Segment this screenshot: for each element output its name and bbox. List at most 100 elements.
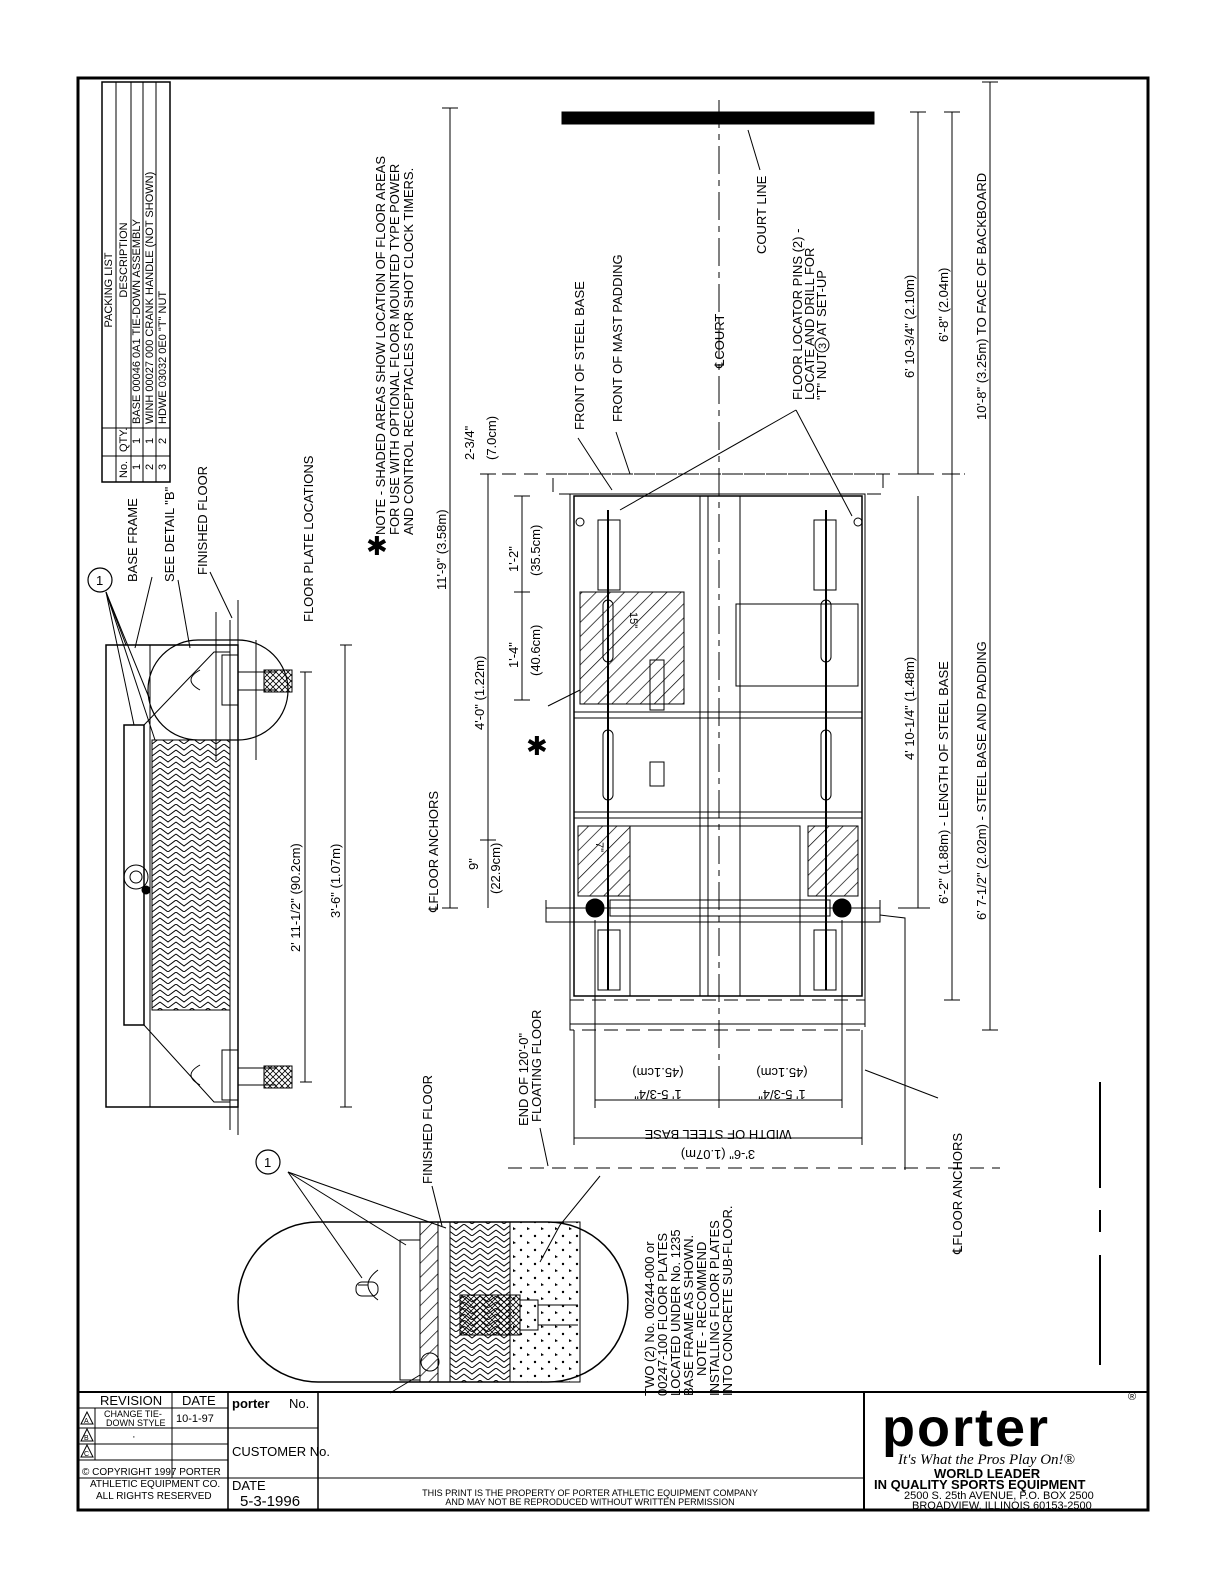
- dim-overall: 11'-9" (3.58m): [434, 509, 449, 590]
- packing-list-row: 2 1 WINH 00027 000 CRANK HANDLE (NOT SHO…: [144, 172, 156, 470]
- plates-note-line: LOCATED UNDER No. 1235: [668, 1229, 683, 1396]
- property-notice: THIS PRINT IS THE PROPERTY OF PORTER ATH…: [422, 1488, 758, 1498]
- revision-letter: C: [84, 1451, 89, 1458]
- court-line-label: COURT LINE: [754, 175, 769, 254]
- plates-note-line: NOTE - RECOMMEND: [694, 1242, 709, 1376]
- plates-note-line: INSTALLING FLOOR PLATES: [707, 1220, 722, 1396]
- front-steel-base-label: FRONT OF STEEL BASE: [572, 281, 587, 430]
- dim-1-2-cm: (35.5cm): [528, 525, 543, 576]
- tagline: It's What the Pros Play On!®: [897, 1452, 1075, 1468]
- note-line-2: FOR USE WITH OPTIONAL FLOOR MOUNTED TYPE…: [387, 164, 402, 535]
- revision-triangle-icon: [80, 1410, 94, 1425]
- base-frame-label: BASE FRAME: [125, 498, 140, 582]
- side-dim-inner: 2' 11-1/2" (90.2cm): [288, 843, 303, 952]
- packing-list-header-no: No.: [118, 461, 130, 478]
- center-court-label: ℄COURT: [712, 314, 727, 369]
- see-detail-label: SEE DETAIL "B": [162, 486, 177, 582]
- date-value: 5-3-1996: [240, 1493, 300, 1510]
- revision-date-header: DATE: [182, 1393, 216, 1408]
- dim-2-3-4: 2-3/4": [462, 425, 477, 460]
- porter-no-label: No.: [289, 1396, 309, 1411]
- address-line: 2500 S. 25th AVENUE, P.O. BOX 2500: [904, 1490, 1094, 1502]
- dim-6-8: 6'-8" (2.04m): [936, 268, 951, 342]
- dim-1-4-cm: (40.6cm): [528, 625, 543, 676]
- note-line-1: NOTE - SHADED AREAS SHOW LOCATION OF FLO…: [373, 156, 388, 535]
- title-block: [78, 1391, 1148, 1510]
- dim-6-10: 6' 10-3/4" (2.10m): [902, 275, 917, 378]
- customer-no-label: CUSTOMER No.: [232, 1444, 330, 1459]
- floor-anchors-bottom-label: ℄FLOOR ANCHORS: [950, 1133, 965, 1255]
- plates-note-line: TWO (2) No. 00244-000 or: [642, 1241, 657, 1396]
- dim-10-8: 10'-8" (3.25m) TO FACE OF BACKBOARD: [974, 173, 989, 420]
- floor-anchors-label: ℄FLOOR ANCHORS: [426, 791, 441, 913]
- revision-triangle-icon: [80, 1443, 94, 1458]
- item-balloon-icon: [255, 1149, 281, 1175]
- detail-finished-floor: FINISHED FLOOR: [420, 1075, 435, 1184]
- shaded-area: [579, 591, 685, 705]
- dim-9: 9": [466, 858, 481, 870]
- dim-15: 15": [627, 612, 639, 628]
- dim-4-10: 4' 10-1/4" (1.48m): [902, 657, 917, 760]
- dim-4-0: 4'-0" (1.22m): [472, 656, 487, 730]
- dim-7: 7": [593, 842, 605, 852]
- dim-1-4: 1'-4": [506, 642, 521, 668]
- dim-6-7: 6' 7-1/2" (2.02m) - STEEL BASE AND PADDI…: [974, 641, 989, 920]
- rev-a-description: CHANGE TIE-: [104, 1409, 162, 1419]
- finished-floor-label: FINISHED FLOOR: [195, 466, 210, 575]
- rev-b-description: ·: [132, 1431, 136, 1443]
- dim-1-5-b-cm: (45.1cm): [756, 1065, 807, 1080]
- plan-star-icon: ✱: [526, 731, 548, 761]
- locator-pins-line-2: LOCATE AND DRILL FOR: [802, 248, 817, 400]
- packing-list-title: PACKING LIST: [103, 252, 115, 327]
- dim-2-3-4-cm: (7.0cm): [484, 416, 499, 460]
- side-view: [105, 571, 352, 1135]
- revision-letter: B: [84, 1435, 89, 1442]
- row-description: HDWE 03032 0E0 "T" NUT: [157, 291, 169, 424]
- revision-letter: A: [84, 1418, 89, 1425]
- row-description: WINH 00027 000 CRANK HANDLE (NOT SHOWN): [144, 172, 156, 424]
- packing-list-header-description: DESCRIPTION: [118, 222, 130, 297]
- locator-pins-line-3: "T" NUT: [814, 352, 829, 400]
- rev-a-description: DOWN STYLE: [106, 1418, 166, 1428]
- row-no: 3: [157, 464, 169, 470]
- plates-note-line: INTO CONCRETE SUB-FLOOR.: [720, 1206, 735, 1396]
- sheet-border: [76, 76, 1150, 1512]
- packing-list-row: 1 1 BASE 00046 0A1 TIE-DOWN ASSEMBLY: [131, 218, 143, 470]
- address-line: BROADVIEW, ILLINOIS 60153-2500: [912, 1500, 1092, 1512]
- dim-6-2: 6'-2" (1.88m) - LENGTH OF STEEL BASE: [936, 661, 951, 904]
- row-no: 2: [144, 464, 156, 470]
- world-leader: WORLD LEADER: [934, 1466, 1041, 1481]
- packing-list-row: 3 2 HDWE 03032 0E0 "T" NUT: [157, 291, 169, 470]
- rev-a-date: 10-1-97: [176, 1413, 214, 1425]
- quality-line: IN QUALITY SPORTS EQUIPMENT: [874, 1477, 1085, 1492]
- item-3-balloon-icon: [814, 337, 830, 353]
- dim-1-2: 1'-2": [506, 546, 521, 572]
- revision-header: REVISION: [100, 1393, 162, 1408]
- floor-plate-locations-label: FLOOR PLATE LOCATIONS: [301, 455, 316, 622]
- locator-pins-line-1: FLOOR LOCATOR PINS (2) -: [790, 229, 805, 400]
- row-qty: 1: [144, 438, 156, 444]
- shaded-area: [577, 825, 631, 897]
- locator-item-number: 3: [817, 343, 829, 349]
- dim-1-5-b: 1' 5-3/4": [758, 1087, 806, 1102]
- porter-no-brand: porter: [232, 1396, 270, 1411]
- company-block: porter ® It's What the Pros Play On!® WO…: [874, 1391, 1136, 1512]
- shaded-area: [807, 825, 859, 897]
- copyright-line: ATHLETIC EQUIPMENT CO.: [90, 1479, 220, 1490]
- copyright-line: ALL RIGHTS RESERVED: [96, 1491, 212, 1502]
- plates-note-line: 00247-100 FLOOR PLATES: [655, 1233, 670, 1396]
- dim-3-6: 3'-6" (1.07m): [681, 1147, 755, 1162]
- packing-list: PACKING LIST No. QTY. DESCRIPTION 1 1 BA…: [101, 81, 171, 483]
- revision-triangle-icon: [80, 1427, 94, 1442]
- revision-table: REVISION DATE A B C CHANGE TIE- DOWN STY…: [80, 1393, 221, 1502]
- item-balloon-icon: [87, 567, 113, 593]
- packing-list-header-qty: QTY.: [118, 428, 130, 452]
- dim-1-5-a-cm: (45.1cm): [632, 1065, 683, 1080]
- registered-mark: ®: [1128, 1391, 1136, 1403]
- row-qty: 1: [131, 438, 143, 444]
- property-notice: AND MAY NOT BE REPRODUCED WITHOUT WRITTE…: [445, 1497, 734, 1507]
- end-floating-floor-1: END OF 120'-0": [516, 1033, 531, 1126]
- plan-view: [442, 81, 1000, 1263]
- row-description: BASE 00046 0A1 TIE-DOWN ASSEMBLY: [131, 218, 143, 424]
